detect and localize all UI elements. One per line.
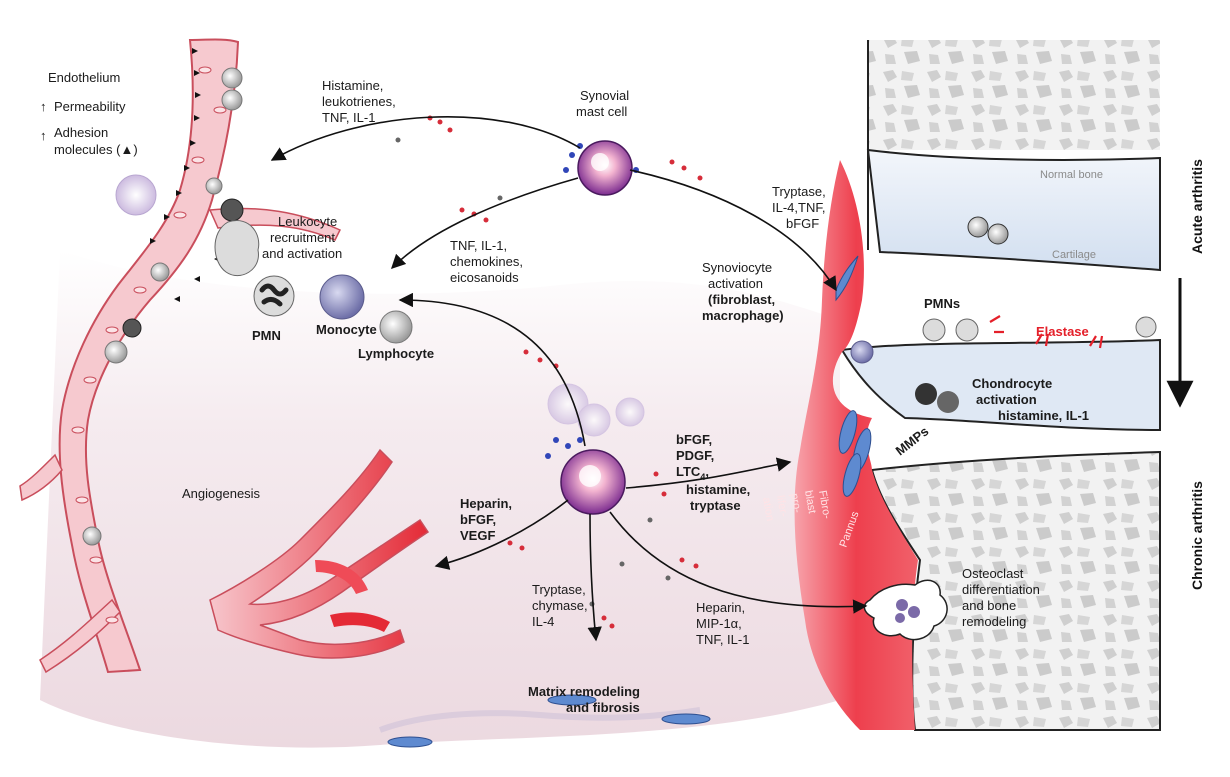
label-chymase: chymase, <box>532 598 588 613</box>
pmn-cell <box>253 275 295 317</box>
label-tnf-il1: TNF, IL-1 <box>322 110 375 125</box>
label-fibro-4: lifer- <box>774 494 790 517</box>
label-monocyte: Monocyte <box>316 322 377 337</box>
label-pmn: PMN <box>252 328 281 343</box>
vessel-wall <box>58 38 240 674</box>
normal-bone <box>868 40 1160 150</box>
migrating-leukocyte <box>214 220 260 277</box>
label-adhesion-molecules: molecules (▲) <box>54 142 138 157</box>
label-mast-cell: mast cell <box>576 104 627 119</box>
label-pdgf: PDGF, <box>676 448 714 463</box>
label-endothelium: Endothelium <box>48 70 120 85</box>
granules <box>395 115 703 629</box>
synovial-mast-cell-bottom <box>560 449 626 515</box>
label-macrophage: macrophage) <box>702 308 784 323</box>
label-tryptase-c: Tryptase, <box>532 582 586 597</box>
arrow-to-angiogenesis <box>434 499 569 570</box>
label-il4-tnf: IL-4,TNF, <box>772 200 825 215</box>
label-elastase: Elastase <box>1036 324 1089 339</box>
label-eicosanoids: eicosanoids <box>450 270 519 285</box>
lower-cartilage <box>840 338 1161 432</box>
osteoclast-cell <box>863 579 948 641</box>
label-ltc4: LTC4, <box>676 464 709 482</box>
label-fibro-3: pro- <box>788 492 803 514</box>
lymphocyte-cell <box>379 310 413 344</box>
label-fibrosis: and fibrosis <box>566 700 640 715</box>
arrow-to-leukocytes <box>390 177 579 270</box>
label-bfgf-a: bFGF, <box>460 512 496 527</box>
up-arrow-icon: ↑ <box>40 99 47 114</box>
label-permeability: Permeability <box>54 99 126 114</box>
label-il4: IL-4 <box>532 614 554 629</box>
vessel-branch-small <box>19 453 63 502</box>
label-cartilage: Cartilage <box>1052 249 1096 261</box>
label-recruitment: recruitment <box>270 230 335 245</box>
label-mip1a: MIP-1α, <box>696 616 742 631</box>
arrow-to-endothelium <box>270 116 581 161</box>
up-arrow-icon: ↑ <box>40 128 47 143</box>
angiogenesis-vessels <box>209 448 430 659</box>
label-matrix-remodeling: Matrix remodeling <box>528 684 640 699</box>
label-remodeling: remodeling <box>962 614 1026 629</box>
matrix-fibroblasts <box>378 694 711 748</box>
label-bfgf-b: bFGF, <box>676 432 712 447</box>
arrow-up-to-leukocytes <box>398 292 586 447</box>
label-tryptase-b: tryptase <box>690 498 741 513</box>
label-angiogenesis: Angiogenesis <box>182 486 261 501</box>
label-and-activation: and activation <box>262 246 342 261</box>
label-fibroblast: (fibroblast, <box>708 292 775 307</box>
vessel-branch-low <box>39 598 121 674</box>
vessel-branch <box>208 207 342 241</box>
arrow-to-matrix <box>587 513 602 642</box>
blood-vessel <box>19 38 342 674</box>
label-bfgf: bFGF <box>786 216 819 231</box>
label-fibro-5: ation <box>760 496 776 522</box>
label-lymphocyte: Lymphocyte <box>358 346 434 361</box>
label-leukotrienes: leukotrienes, <box>322 94 396 109</box>
label-leukocyte: Leukocyte <box>278 214 337 229</box>
label-histamine: Histamine, <box>322 78 383 93</box>
label-histamine-b: histamine, <box>686 482 750 497</box>
label-heparin-a: Heparin, <box>460 496 512 511</box>
label-tnf-il1-c: TNF, IL-1 <box>696 632 749 647</box>
label-chronic-arthritis: Chronic arthritis <box>1189 481 1205 590</box>
leukocyte-cells <box>253 274 413 344</box>
label-osteoclast: Osteoclast <box>962 566 1024 581</box>
arrows <box>270 116 1194 642</box>
label-vegf: VEGF <box>460 528 495 543</box>
arrow-to-fibroblast <box>625 457 792 489</box>
monocyte-cell <box>319 274 365 320</box>
label-acute-arthritis: Acute arthritis <box>1189 159 1205 254</box>
labels: Endothelium ↑ Permeability ↑ Adhesion mo… <box>40 70 1205 715</box>
label-heparin-b: Heparin, <box>696 600 745 615</box>
label-differentiation: differentiation <box>962 582 1040 597</box>
label-normal-bone: Normal bone <box>1040 169 1103 181</box>
label-activation: activation <box>708 276 763 291</box>
cartilage-layer <box>866 148 1161 272</box>
joint <box>794 40 1161 731</box>
label-fibro-2: blast <box>802 489 818 514</box>
label-synoviocyte: Synoviocyte <box>702 260 772 275</box>
label-pmns: PMNs <box>924 296 960 311</box>
label-chondrocyte: Chondrocyte <box>972 376 1052 391</box>
label-tryptase: Tryptase, <box>772 184 826 199</box>
label-tnf-il1-b: TNF, IL-1, <box>450 238 507 253</box>
synovial-mast-cell-top <box>577 140 633 196</box>
label-synovial: Synovial <box>580 88 629 103</box>
label-fibroblast-proliferation: Fibro- <box>816 489 833 520</box>
label-adhesion: Adhesion <box>54 125 108 140</box>
arrow-to-synoviocyte <box>629 169 837 292</box>
arrow-to-osteoclast <box>609 511 868 614</box>
label-chondrocyte-activation: activation <box>976 392 1037 407</box>
label-chemokines: chemokines, <box>450 254 523 269</box>
label-histamine-il1: histamine, IL-1 <box>998 408 1089 423</box>
label-and-bone: and bone <box>962 598 1016 613</box>
